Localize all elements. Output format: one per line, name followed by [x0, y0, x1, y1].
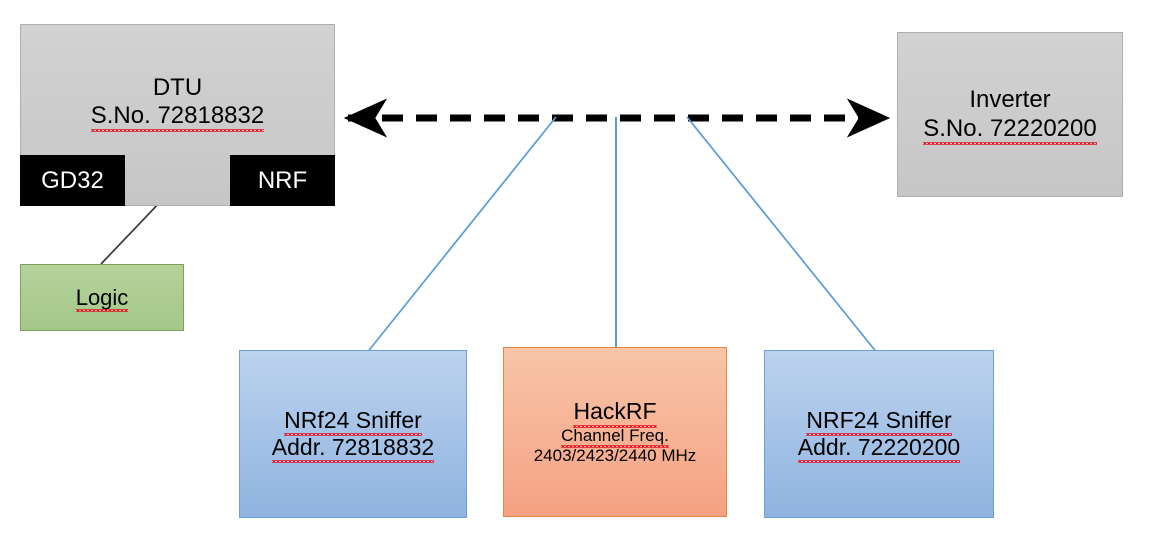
connector-tap-right [686, 116, 891, 370]
node-inverter[interactable]: Inverter S.No. 72220200 [897, 32, 1123, 197]
node-sniffer-left-label: NRf24 Sniffer [284, 406, 422, 437]
node-sniffer-right-label: NRF24 Sniffer [806, 406, 952, 437]
node-nrf[interactable]: NRF [230, 155, 335, 206]
node-nrf-label: NRF [257, 166, 308, 194]
node-hackrf-label: HackRF [573, 398, 657, 428]
connector-tap-left [353, 116, 557, 370]
node-logic-label: Logic [75, 284, 129, 313]
node-sniffer-right[interactable]: NRF24 Sniffer Addr. 72220200 [764, 350, 994, 518]
node-gd32-label: GD32 [41, 166, 104, 194]
node-inverter-label: Inverter [969, 86, 1051, 114]
node-logic[interactable]: Logic [20, 264, 184, 331]
node-sniffer-right-address: Addr. 72220200 [797, 434, 961, 464]
node-hackrf-channel-label: Channel Freq. [561, 425, 669, 448]
node-inverter-serial: S.No. 72220200 [923, 114, 1098, 146]
node-sniffer-left[interactable]: NRf24 Sniffer Addr. 72818832 [239, 350, 467, 518]
node-dtu-text: DTU S.No. 72818832 [21, 25, 334, 205]
node-hackrf-frequencies: 2403/2423/2440 MHz [533, 445, 697, 465]
node-dtu-label: DTU [152, 73, 203, 101]
node-dtu-serial: S.No. 72818832 [90, 102, 265, 133]
node-hackrf[interactable]: HackRF Channel Freq. 2403/2423/2440 MHz [503, 347, 727, 517]
node-sniffer-left-address: Addr. 72818832 [271, 434, 435, 464]
node-gd32[interactable]: GD32 [20, 155, 125, 206]
